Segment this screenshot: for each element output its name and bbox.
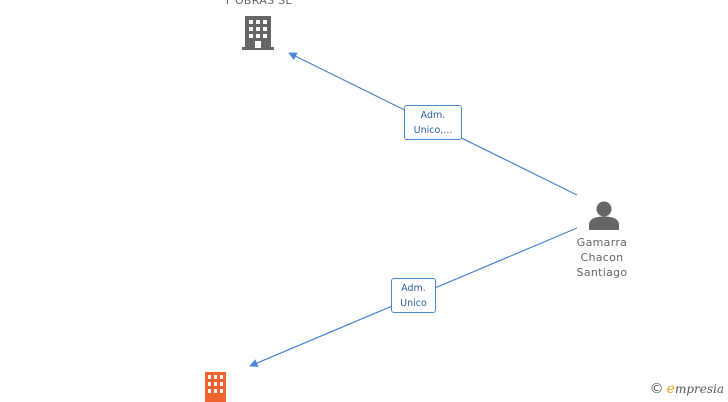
copyright-symbol: © [649,381,664,397]
edge-label-line: Adm. [401,283,426,294]
edge-label-adm-unico-top[interactable]: Adm. Unico,... [404,105,462,140]
logo-e: e [666,381,675,397]
edge-label-line: Unico [400,298,427,309]
logo-text: mpresia [674,382,724,396]
person-icon[interactable] [589,201,619,230]
edge-label-line: Adm. [420,110,446,121]
company-top-label: Y OBRAS SL [224,0,292,7]
building-icon[interactable] [242,16,274,50]
building-icon[interactable] [203,372,228,402]
person-label-line: Gamarra [576,236,628,249]
person-label-line: Chacon [580,251,624,264]
empresia-logo: ©empresia [650,381,724,397]
person-label: Gamarra Chacon Santiago [562,235,642,280]
edge-label-line: Unico,... [413,125,453,136]
edge-label-adm-unico-bottom[interactable]: Adm. Unico [391,278,436,313]
person-label-line: Santiago [576,266,628,279]
